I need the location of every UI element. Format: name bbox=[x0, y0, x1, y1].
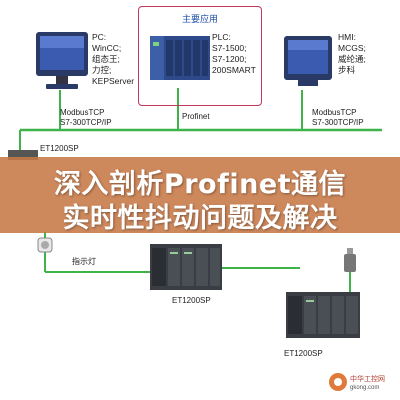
bus-label-left: ModbusTCP S7-300TCP/IP bbox=[60, 108, 112, 127]
et1200sp-bottom-icon bbox=[286, 292, 360, 338]
main-application-group bbox=[138, 6, 262, 106]
plc-rack-icon bbox=[150, 36, 210, 80]
pc-label: PC: WinCC; 组态王; 力控; KEPServer bbox=[92, 32, 135, 86]
indicator-lamp-icon bbox=[37, 237, 53, 253]
watermark-title: 中华工控网 bbox=[350, 376, 385, 383]
et1200sp-middle-label: ET1200SP bbox=[172, 296, 211, 305]
pc-monitor-icon bbox=[36, 32, 88, 89]
title-overlay bbox=[0, 157, 400, 233]
et1200sp-bottom-label: ET1200SP bbox=[284, 349, 323, 358]
title-line-2: 实时性抖动问题及解决 bbox=[62, 203, 338, 234]
bus-label-right: ModbusTCP S7-300TCP/IP bbox=[312, 108, 364, 127]
et1200sp-top-label: ET1200SP bbox=[40, 144, 79, 153]
bus-label-middle: Profinet bbox=[182, 112, 210, 121]
connector-plug-icon bbox=[344, 248, 356, 272]
hmi-label: HMI: MCGS; 威纶通; 步科 bbox=[338, 32, 366, 75]
watermark-url: gkong.com bbox=[350, 385, 380, 391]
title-line-1: 深入剖析Profinet通信 bbox=[53, 169, 347, 200]
plc-label: PLC: S7-1500; S7-1200; 200SMART bbox=[212, 32, 256, 75]
indicator-label: 指示灯 bbox=[72, 257, 96, 266]
et1200sp-top-icon bbox=[8, 150, 38, 160]
et1200sp-middle-icon bbox=[150, 244, 222, 290]
watermark-logo-icon bbox=[329, 373, 347, 391]
hmi-monitor-icon bbox=[284, 36, 332, 86]
group-title: 主要应用 bbox=[181, 15, 218, 25]
